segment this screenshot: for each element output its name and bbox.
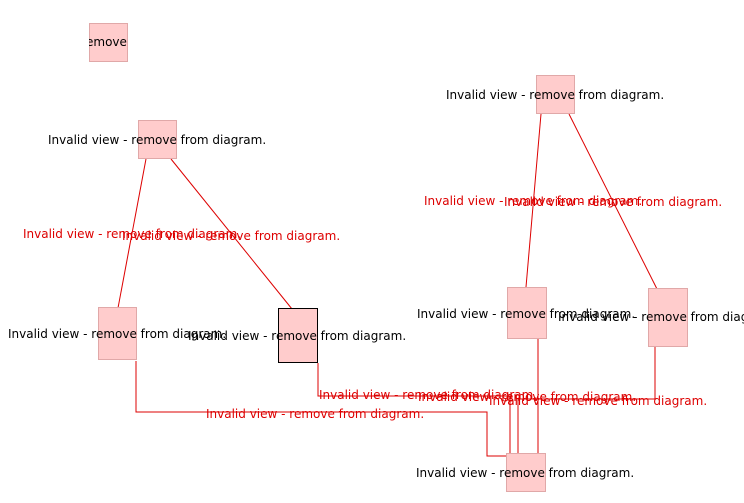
edge-label: Invalid view - remove from diagram. [418,390,637,404]
edge-line[interactable] [117,158,147,309]
node-label: Invalid view - remove from diag [558,310,744,324]
diagram-node[interactable] [648,288,688,347]
edge-label: Invalid view - remove from diagram. [424,194,643,208]
edge-line[interactable] [170,158,293,310]
edge-line[interactable] [525,113,542,288]
diagram-node[interactable] [506,453,546,492]
edge-line[interactable] [568,113,658,290]
node-label: Invalid view - remove from diagram. [416,466,635,480]
node-label: emove [89,35,127,49]
node-label-clip: Invalid view - remove from diag [558,308,744,326]
node-label: Invalid view - remove from diagram. [417,307,636,321]
diagram-node[interactable] [98,307,137,360]
edge-line[interactable] [517,347,656,453]
diagram-node[interactable] [536,75,575,114]
edge-label: Invalid view - remove from diagram. [206,407,425,421]
diagram-node-selected[interactable] [278,308,318,363]
diagram-node[interactable] [507,287,547,339]
edge-label: Invalid view - remove from diagram. [23,227,242,241]
node-label: Invalid view - remove from diagram. [446,88,665,102]
diagram-node[interactable] [138,120,177,159]
diagram-node[interactable] [89,23,128,62]
node-label-clip: emove [89,34,128,50]
node-label: Invalid view - remove from diagram. [8,327,227,341]
edge-label: Invalid view - remove from diagram. [489,394,708,408]
edge-label: Invalid view - remove from diagram. [319,388,538,402]
edge-label: Invalid view - remove from diagram. [122,229,341,243]
node-label: Invalid view - remove from diagram. [48,133,267,147]
edge-line[interactable] [135,361,506,457]
edge-label: Invalid view - remove from diagram. [504,195,723,209]
edge-line[interactable] [317,363,511,453]
node-label: Invalid view - remove from diagram. [188,329,407,343]
